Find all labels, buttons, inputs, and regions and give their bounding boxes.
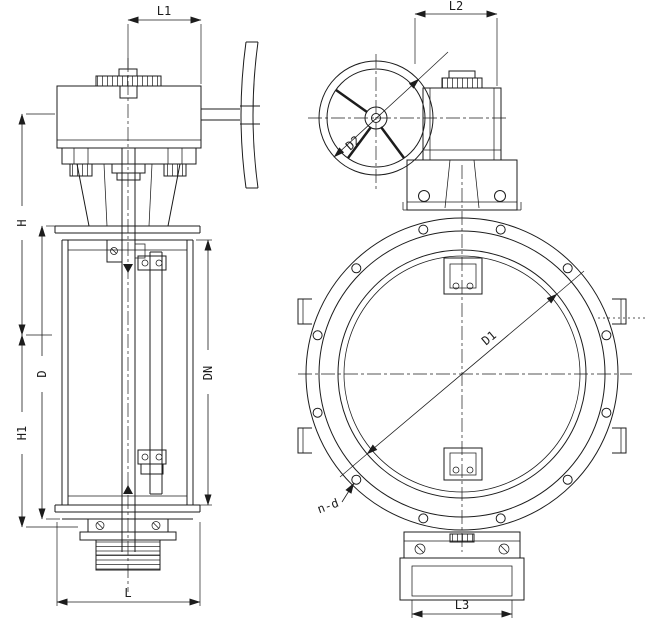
dim-label-l: L xyxy=(124,586,131,600)
valve-body-front xyxy=(305,217,619,531)
dim-label-l3: L3 xyxy=(455,598,469,612)
valve-disc-side xyxy=(137,251,167,495)
bottom-cover-front xyxy=(399,531,525,601)
gearbox-side xyxy=(56,68,202,165)
mounting-bracket xyxy=(402,159,522,211)
shaft-hub-bottom xyxy=(443,447,483,481)
dim-label-d: D xyxy=(35,370,49,377)
stem-collar xyxy=(106,239,146,494)
dim-label-h: H xyxy=(15,219,29,226)
flange-bolt-holes xyxy=(312,224,612,524)
handwheel-side xyxy=(201,41,260,189)
valve-body-side xyxy=(54,225,201,520)
bottom-cover-side xyxy=(79,518,177,571)
dim-label-dn: DN xyxy=(201,366,215,380)
shaft-hub-top xyxy=(443,257,483,295)
gearbox-front xyxy=(422,70,502,161)
valve-stem xyxy=(121,148,136,552)
dim-label-l2: L2 xyxy=(449,0,463,13)
dim-label-d2: D2 xyxy=(343,133,363,153)
yoke-side xyxy=(69,163,187,227)
dim-label-n-d: n-d xyxy=(315,496,340,517)
side-section-view xyxy=(54,41,260,592)
dim-label-h1: H1 xyxy=(15,426,29,440)
dim-label-l1: L1 xyxy=(157,4,171,18)
alignment-tabs xyxy=(297,298,645,454)
